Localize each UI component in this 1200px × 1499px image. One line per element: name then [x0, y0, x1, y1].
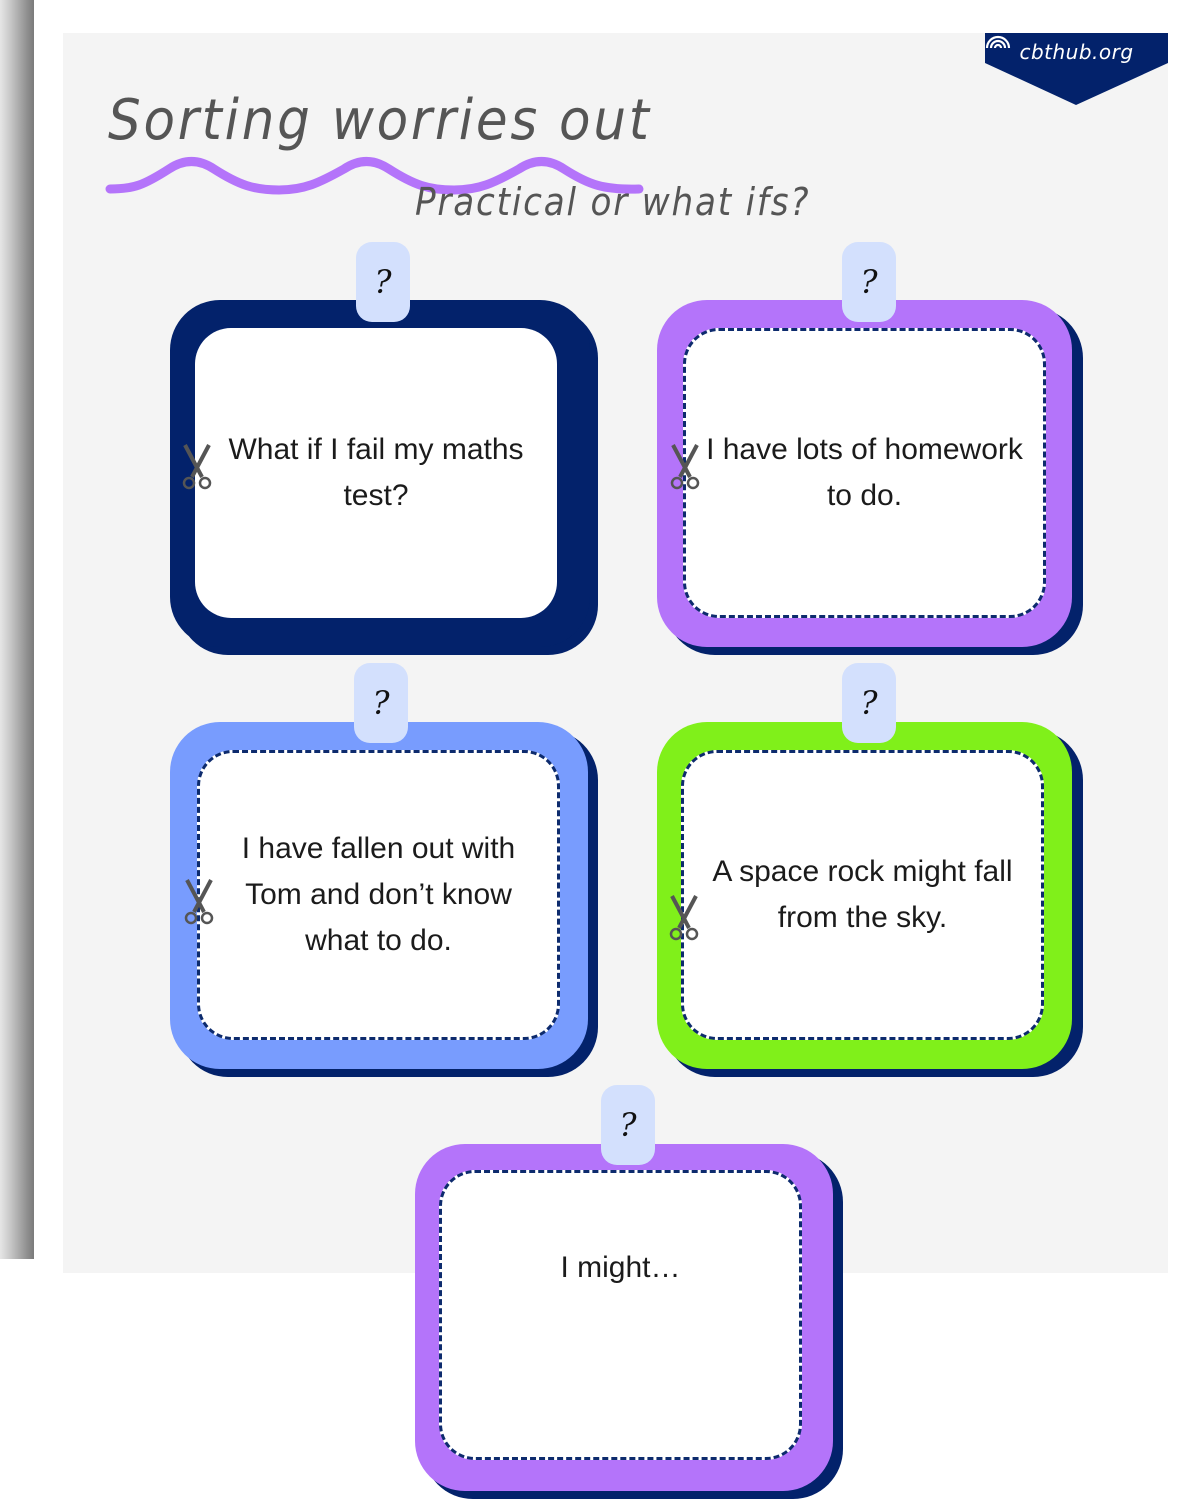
card-tab: ? [354, 663, 408, 743]
page-title: Sorting worries out [108, 88, 652, 153]
page-subtitle: Practical or what ifs? [415, 180, 811, 224]
cbthub-badge[interactable]: cbthub.org [985, 33, 1168, 105]
badge-text: cbthub.org [1019, 40, 1134, 64]
card-inner: What if I fail my maths test? [195, 328, 557, 618]
rainbow-icon [985, 35, 1011, 49]
page-edge-shadow [0, 0, 34, 1259]
scissors-icon[interactable] [182, 878, 216, 926]
card-inner: I have fallen out with Tom and don’t kno… [197, 750, 560, 1040]
scissors-icon[interactable] [667, 894, 701, 942]
scissors-icon[interactable] [180, 443, 214, 491]
card-tab: ? [601, 1085, 655, 1165]
scissors-icon[interactable] [668, 443, 702, 491]
card-inner: A space rock might fall from the sky. [681, 750, 1044, 1040]
card-tab: ? [842, 242, 896, 322]
card-text: I might… [560, 1251, 681, 1284]
card-text: I have lots of homework to do. [706, 433, 1023, 512]
card-inner: I might… [439, 1170, 802, 1460]
card-text: I have fallen out with Tom and don’t kno… [241, 832, 516, 957]
card-inner: I have lots of homework to do. [683, 328, 1046, 618]
card-text: What if I fail my maths test? [228, 433, 524, 512]
card-text: A space rock might fall from the sky. [712, 855, 1013, 934]
badge-shape [985, 33, 1168, 105]
wavy-underline [105, 157, 644, 195]
card-tab: ? [842, 663, 896, 743]
card-tab: ? [356, 242, 410, 322]
